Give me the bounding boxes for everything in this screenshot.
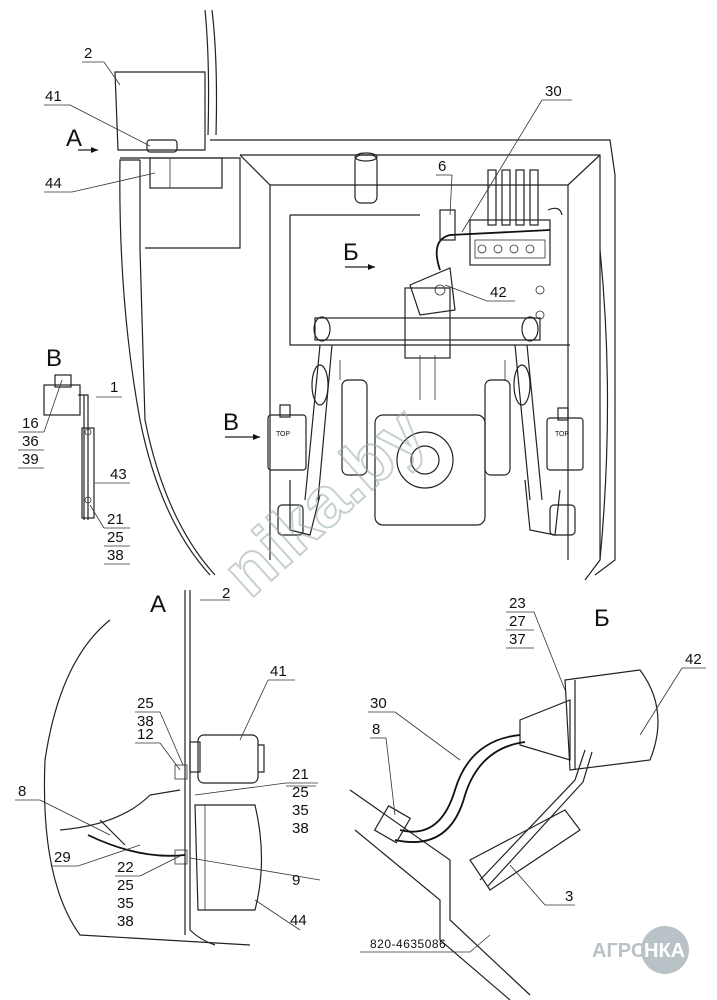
arrow-b-label: Б bbox=[343, 239, 359, 266]
callout-a-35b: 35 bbox=[117, 895, 134, 912]
callout-42-top: 42 bbox=[490, 284, 507, 301]
callout-a-35: 35 bbox=[292, 802, 309, 819]
lamp-left bbox=[267, 414, 307, 471]
lamp-tag-left: ТОР bbox=[276, 431, 290, 438]
lamp-right bbox=[546, 417, 584, 471]
bracket-2-top bbox=[114, 71, 206, 151]
callout-v-43: 43 bbox=[110, 466, 127, 483]
view-v bbox=[18, 374, 130, 565]
detail-b bbox=[349, 611, 706, 1000]
lamp-44-detail bbox=[194, 804, 263, 911]
callout-a-25: 25 bbox=[137, 695, 154, 712]
lamp-41-detail bbox=[197, 734, 259, 784]
callout-a-25c: 25 bbox=[117, 877, 134, 894]
lamp-41-top bbox=[146, 139, 178, 153]
callout-a-38: 38 bbox=[137, 713, 154, 730]
callout-b-3: 3 bbox=[565, 888, 573, 905]
wire-30-top bbox=[435, 229, 551, 271]
main-view bbox=[114, 9, 616, 581]
arrow-v-label: В bbox=[223, 409, 239, 436]
callout-v-38: 38 bbox=[107, 547, 124, 564]
detail-b-title: Б bbox=[594, 605, 610, 632]
callout-b-27: 27 bbox=[509, 613, 526, 630]
callout-a-38c: 38 bbox=[117, 913, 134, 930]
callout-b-8: 8 bbox=[372, 721, 380, 738]
callout-a-44: 44 bbox=[290, 912, 307, 929]
callout-a-12: 12 bbox=[137, 726, 154, 743]
callout-6-top: 6 bbox=[438, 158, 446, 175]
callout-v-16: 16 bbox=[22, 415, 39, 432]
callout-b-42: 42 bbox=[685, 651, 702, 668]
callout-v-39: 39 bbox=[22, 451, 39, 468]
callout-a-21: 21 bbox=[292, 766, 309, 783]
callout-30-top: 30 bbox=[545, 83, 562, 100]
arrow-a-label: А bbox=[66, 125, 82, 152]
detail-a-title: А bbox=[150, 591, 166, 618]
watermark: nika.by bbox=[208, 392, 439, 611]
view-arrows bbox=[78, 147, 375, 440]
frame-outline bbox=[210, 139, 616, 576]
valve-block bbox=[469, 169, 563, 266]
logo-part1: АГРО bbox=[592, 940, 646, 962]
drawing-code: 820-4635086 bbox=[370, 937, 446, 951]
logo-part2: НКА bbox=[644, 940, 685, 962]
callout-b-30: 30 bbox=[370, 695, 387, 712]
brand-logo: АГРО НКА bbox=[592, 926, 689, 974]
callout-a-22: 22 bbox=[117, 859, 134, 876]
callout-b-23: 23 bbox=[509, 595, 526, 612]
lamp-tag-right: ТОР bbox=[555, 431, 569, 438]
lamp-44-top bbox=[149, 157, 223, 189]
cross-shaft bbox=[314, 317, 541, 341]
callout-a-2: 2 bbox=[222, 585, 230, 602]
callout-41-top: 41 bbox=[45, 88, 62, 105]
callout-v-36: 36 bbox=[22, 433, 39, 450]
callout-44-top: 44 bbox=[45, 175, 62, 192]
lamp-42-detail bbox=[564, 669, 659, 771]
wire-30-detail bbox=[399, 734, 521, 833]
callout-v-21: 21 bbox=[107, 511, 124, 528]
callout-a-8: 8 bbox=[18, 783, 26, 800]
detail-a bbox=[15, 590, 321, 946]
callout-a-38b: 38 bbox=[292, 820, 309, 837]
callout-b-37: 37 bbox=[509, 631, 526, 648]
callout-2-top: 2 bbox=[84, 45, 92, 62]
view-v-title: В bbox=[46, 345, 62, 372]
callout-a-9: 9 bbox=[292, 872, 300, 889]
callout-v-25: 25 bbox=[107, 529, 124, 546]
callout-a-41: 41 bbox=[270, 663, 287, 680]
callout-a-25b: 25 bbox=[292, 784, 309, 801]
callout-a-29: 29 bbox=[54, 849, 71, 866]
callout-v-1: 1 bbox=[110, 379, 118, 396]
main-callouts bbox=[44, 61, 572, 302]
